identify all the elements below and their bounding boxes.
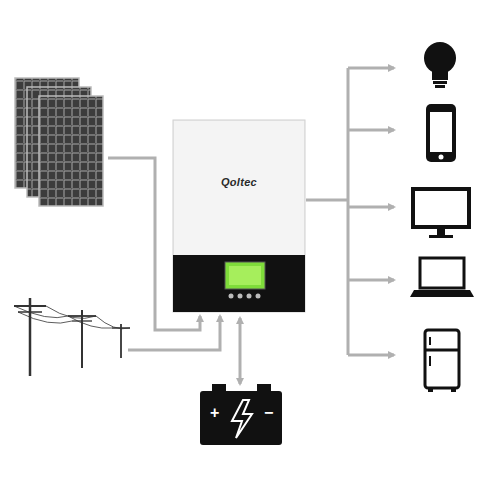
fridge-icon <box>425 330 459 392</box>
power-poles <box>14 305 46 307</box>
battery-symbol <box>200 391 282 445</box>
brand-logo: Qoltec <box>221 176 257 188</box>
power-poles <box>72 320 92 321</box>
battery-symbol <box>257 384 271 392</box>
power-poles <box>46 306 96 318</box>
power-poles <box>68 316 112 328</box>
monitor-icon <box>413 189 469 227</box>
inverter-box: Qoltec <box>173 120 305 255</box>
power-wires <box>348 354 394 357</box>
inverter-body <box>173 120 305 312</box>
bulb-icon <box>435 85 445 88</box>
inverter-body <box>225 262 265 289</box>
battery-symbol <box>232 400 252 438</box>
inverter-body <box>229 266 261 285</box>
fridge-icon <box>429 337 431 345</box>
bulb-icon <box>424 42 456 74</box>
solar-panels <box>15 78 103 206</box>
power-wires <box>239 318 242 384</box>
laptop-icon <box>420 258 464 288</box>
inverter-body <box>238 294 243 299</box>
inverter-body <box>173 255 305 312</box>
laptop-icon <box>410 258 474 297</box>
power-poles <box>18 312 72 323</box>
power-poles <box>14 306 68 318</box>
phone-icon <box>430 112 452 152</box>
power-wires <box>128 316 220 350</box>
inverter-body <box>174 121 304 255</box>
power-wires <box>348 67 394 70</box>
solar-panels <box>39 96 103 206</box>
inverter-body <box>173 120 305 312</box>
terminal-sign: + <box>210 405 219 421</box>
power-wires <box>108 68 394 384</box>
power-poles <box>14 298 130 376</box>
power-wires <box>347 68 350 355</box>
bulb-icon <box>433 81 447 84</box>
power-poles <box>96 316 130 329</box>
phone-icon <box>439 155 444 160</box>
fridge-icon <box>425 330 459 388</box>
terminal-sign: − <box>264 405 273 421</box>
inverter-body <box>256 294 261 299</box>
power-wires <box>348 279 394 282</box>
battery-symbol <box>212 384 226 392</box>
battery-symbol <box>200 384 282 445</box>
laptop-icon <box>410 290 474 297</box>
monitor-icon <box>429 235 453 238</box>
inverter-body <box>229 294 234 299</box>
inverter-body <box>247 294 252 299</box>
bulb-icon <box>424 42 456 88</box>
phone-icon <box>426 104 456 162</box>
fridge-icon <box>428 388 433 392</box>
power-wires <box>306 199 348 202</box>
monitor-icon <box>413 189 469 238</box>
power-poles <box>29 298 32 376</box>
phone-icon <box>426 104 456 162</box>
power-wires <box>348 206 394 209</box>
monitor-icon <box>437 228 445 235</box>
bulb-icon <box>432 70 448 80</box>
fridge-icon <box>429 356 431 366</box>
fridge-icon <box>425 349 459 352</box>
power-poles <box>68 315 96 317</box>
fridge-icon <box>451 388 456 392</box>
power-wires <box>348 129 394 132</box>
